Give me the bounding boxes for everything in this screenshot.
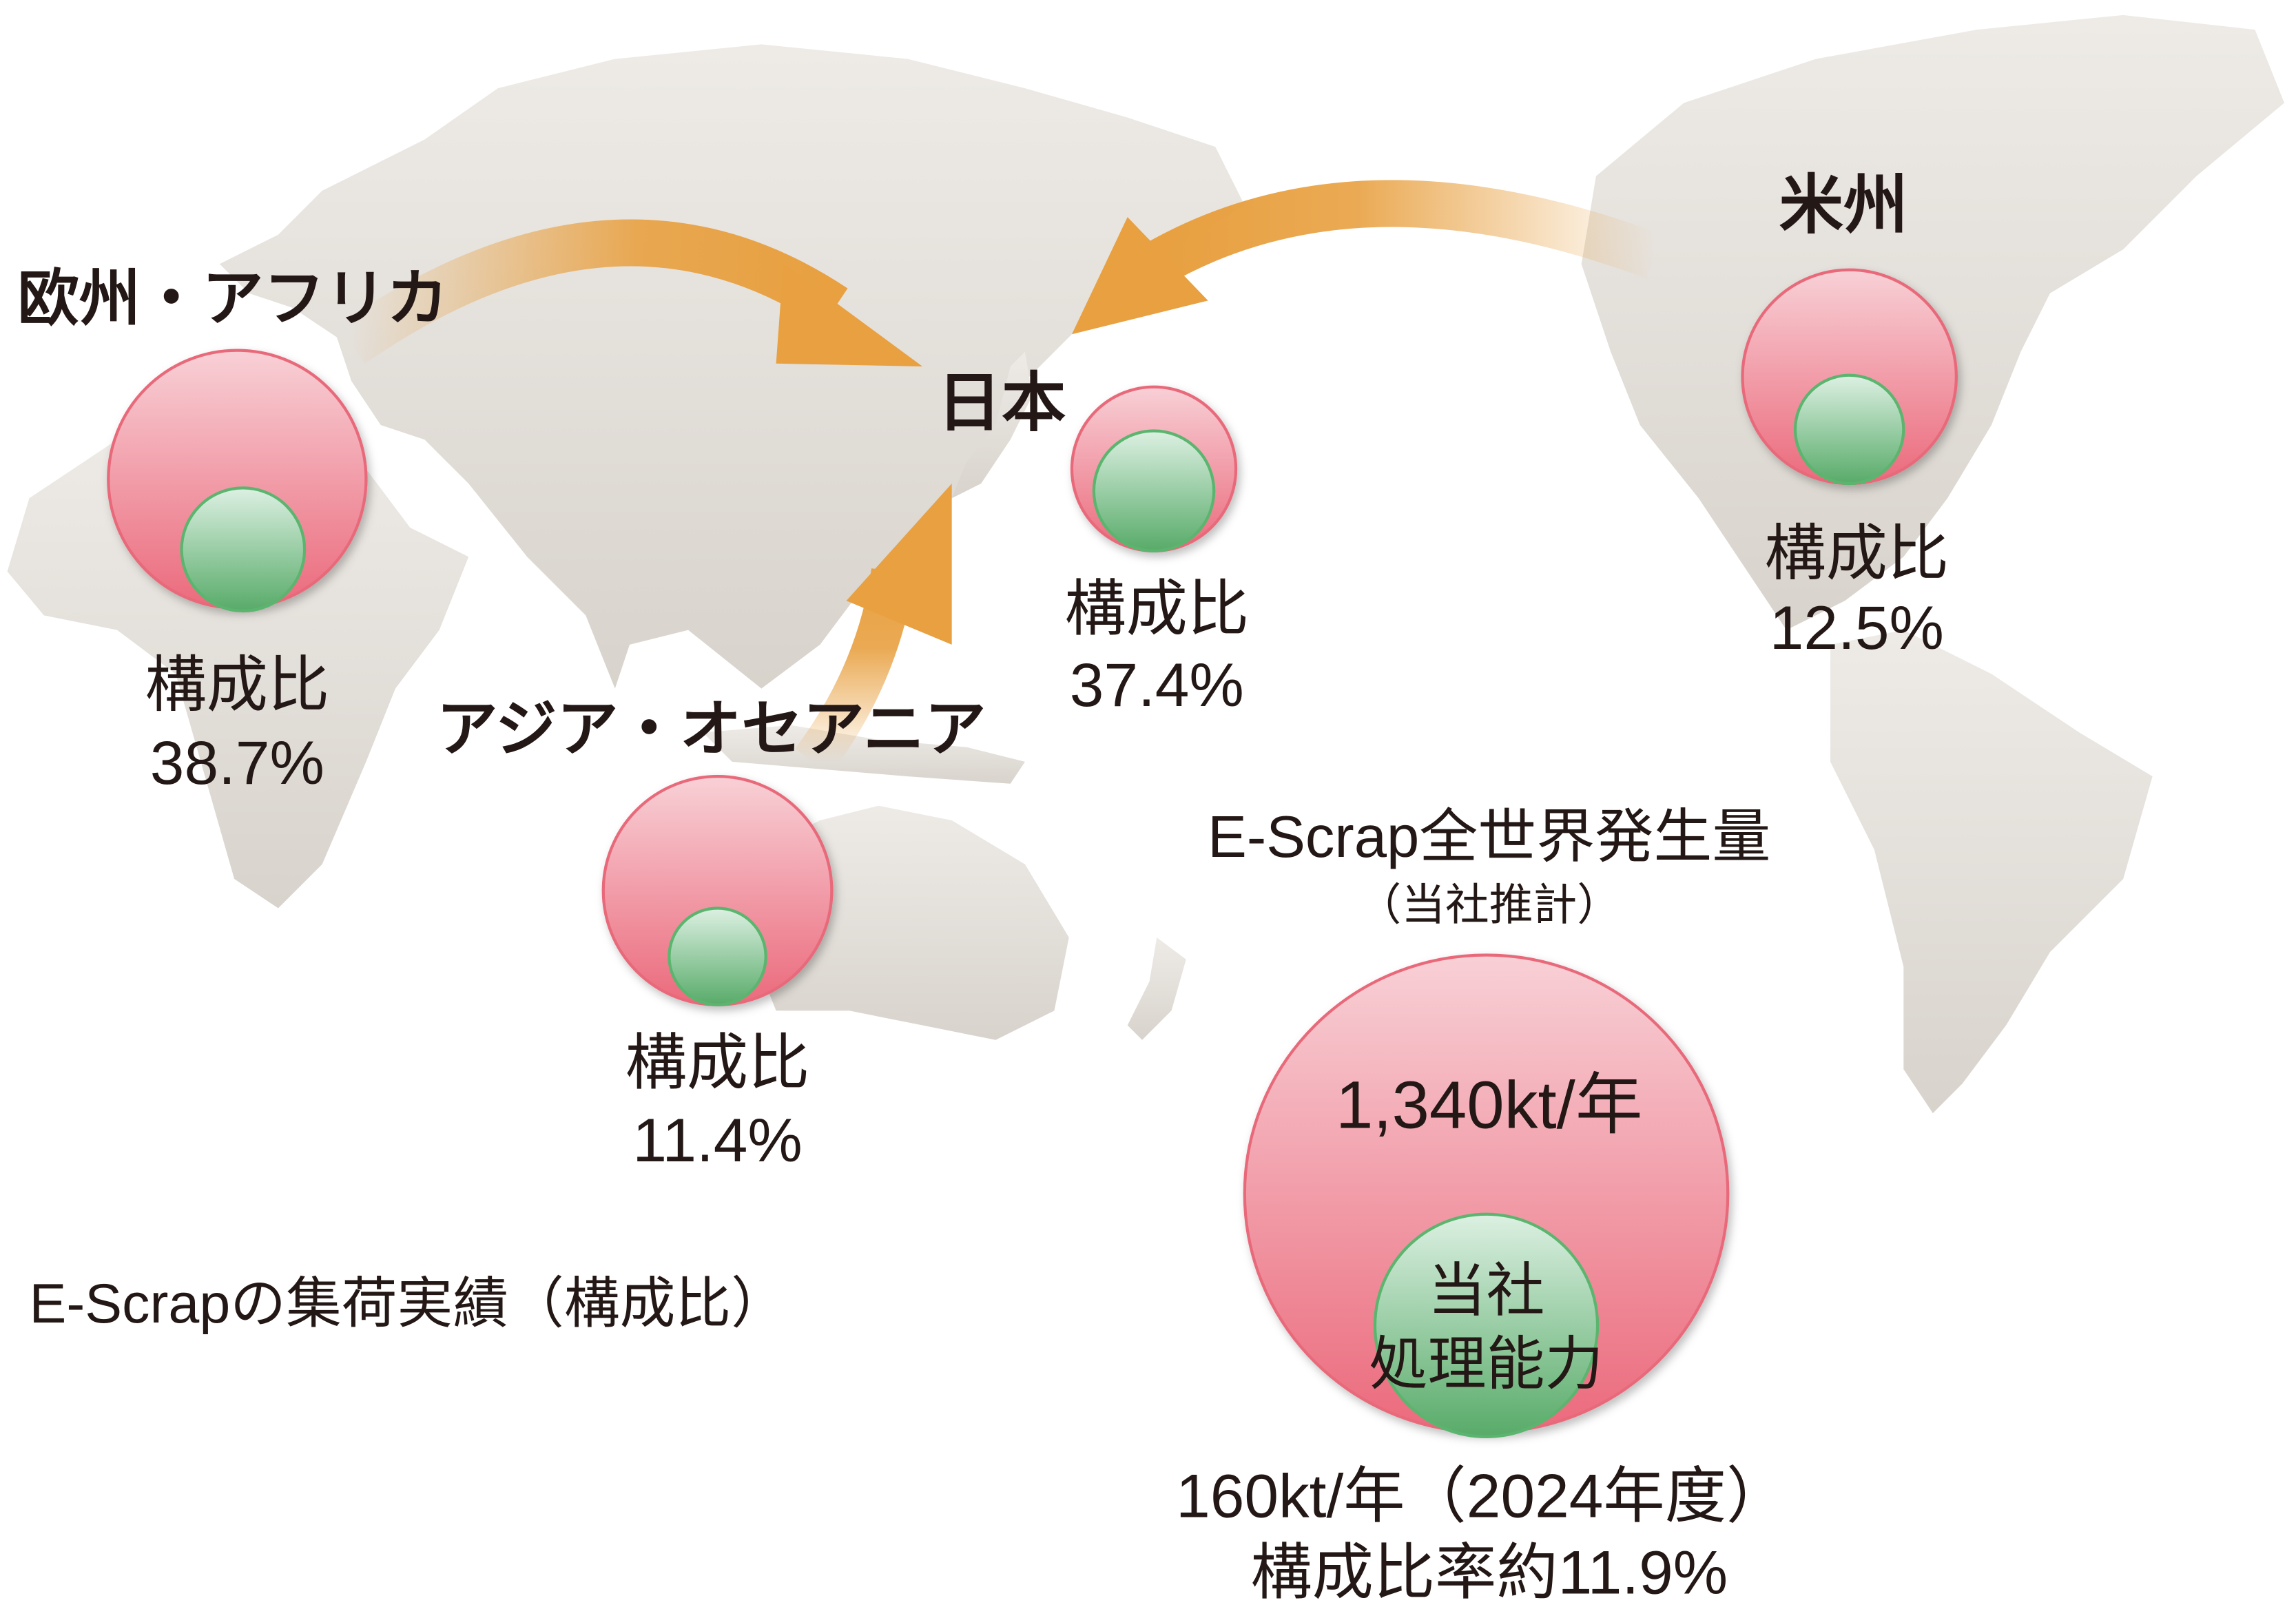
world-map [7, 14, 2284, 1114]
legend-caption: E-Scrapの集荷実績（構成比） [30, 1273, 787, 1335]
global-generation: E-Scrap全世界発生量 （当社推計） 1,340kt/年 当社 処理能力 1… [1176, 805, 1788, 1606]
share-value: 12.5% [1770, 593, 1944, 662]
eurasia-landmass [219, 44, 1245, 689]
share-value: 11.4% [632, 1106, 802, 1174]
region-japan: 日本 構成比 37.4% [937, 366, 1249, 719]
share-label: 構成比 [625, 1028, 810, 1097]
new-zealand [1127, 937, 1186, 1040]
company-share-ratio: 構成比率約11.9% [1250, 1537, 1728, 1606]
share-label: 構成比 [1064, 574, 1249, 643]
share-value: 38.7% [150, 728, 324, 797]
share-circle [1092, 429, 1216, 552]
south-america-landmass [1830, 630, 2153, 1114]
global-total: 1,340kt/年 [1336, 1066, 1643, 1142]
arrow-asia-to-japan [795, 484, 952, 776]
share-label: 構成比 [1764, 519, 1949, 588]
region-label: アジア・オセアニア [436, 694, 986, 763]
region-americas: 米州 構成比 12.5% [1741, 169, 1958, 662]
arrow-americas-to-japan [1071, 180, 1663, 335]
share-circle [1793, 373, 1905, 486]
global-title: E-Scrap全世界発生量 [1208, 805, 1770, 870]
share-circle [180, 486, 307, 613]
region-europe-africa: 欧州・アフリカ 構成比 38.7% [18, 264, 448, 797]
share-value: 37.4% [1070, 650, 1244, 719]
region-label: 日本 [937, 366, 1066, 439]
indonesia-islands [703, 725, 1025, 784]
company-label: 当社 [1428, 1258, 1545, 1324]
company-capacity-value: 160kt/年（2024年度） [1176, 1462, 1788, 1531]
share-circle [668, 906, 767, 1006]
company-capacity-circle [1373, 1212, 1600, 1438]
africa-landmass [7, 425, 469, 909]
region-label: 欧州・アフリカ [18, 264, 448, 333]
japan-islands [951, 351, 1033, 499]
capacity-label: 処理能力 [1369, 1331, 1603, 1397]
region-asia-oceania: アジア・オセアニア 構成比 11.4% [436, 694, 986, 1174]
global-subtitle: （当社推計） [1358, 880, 1622, 929]
share-label: 構成比 [145, 650, 329, 719]
arrow-europe-to-japan [338, 219, 923, 366]
region-label: 米州 [1779, 169, 1908, 241]
